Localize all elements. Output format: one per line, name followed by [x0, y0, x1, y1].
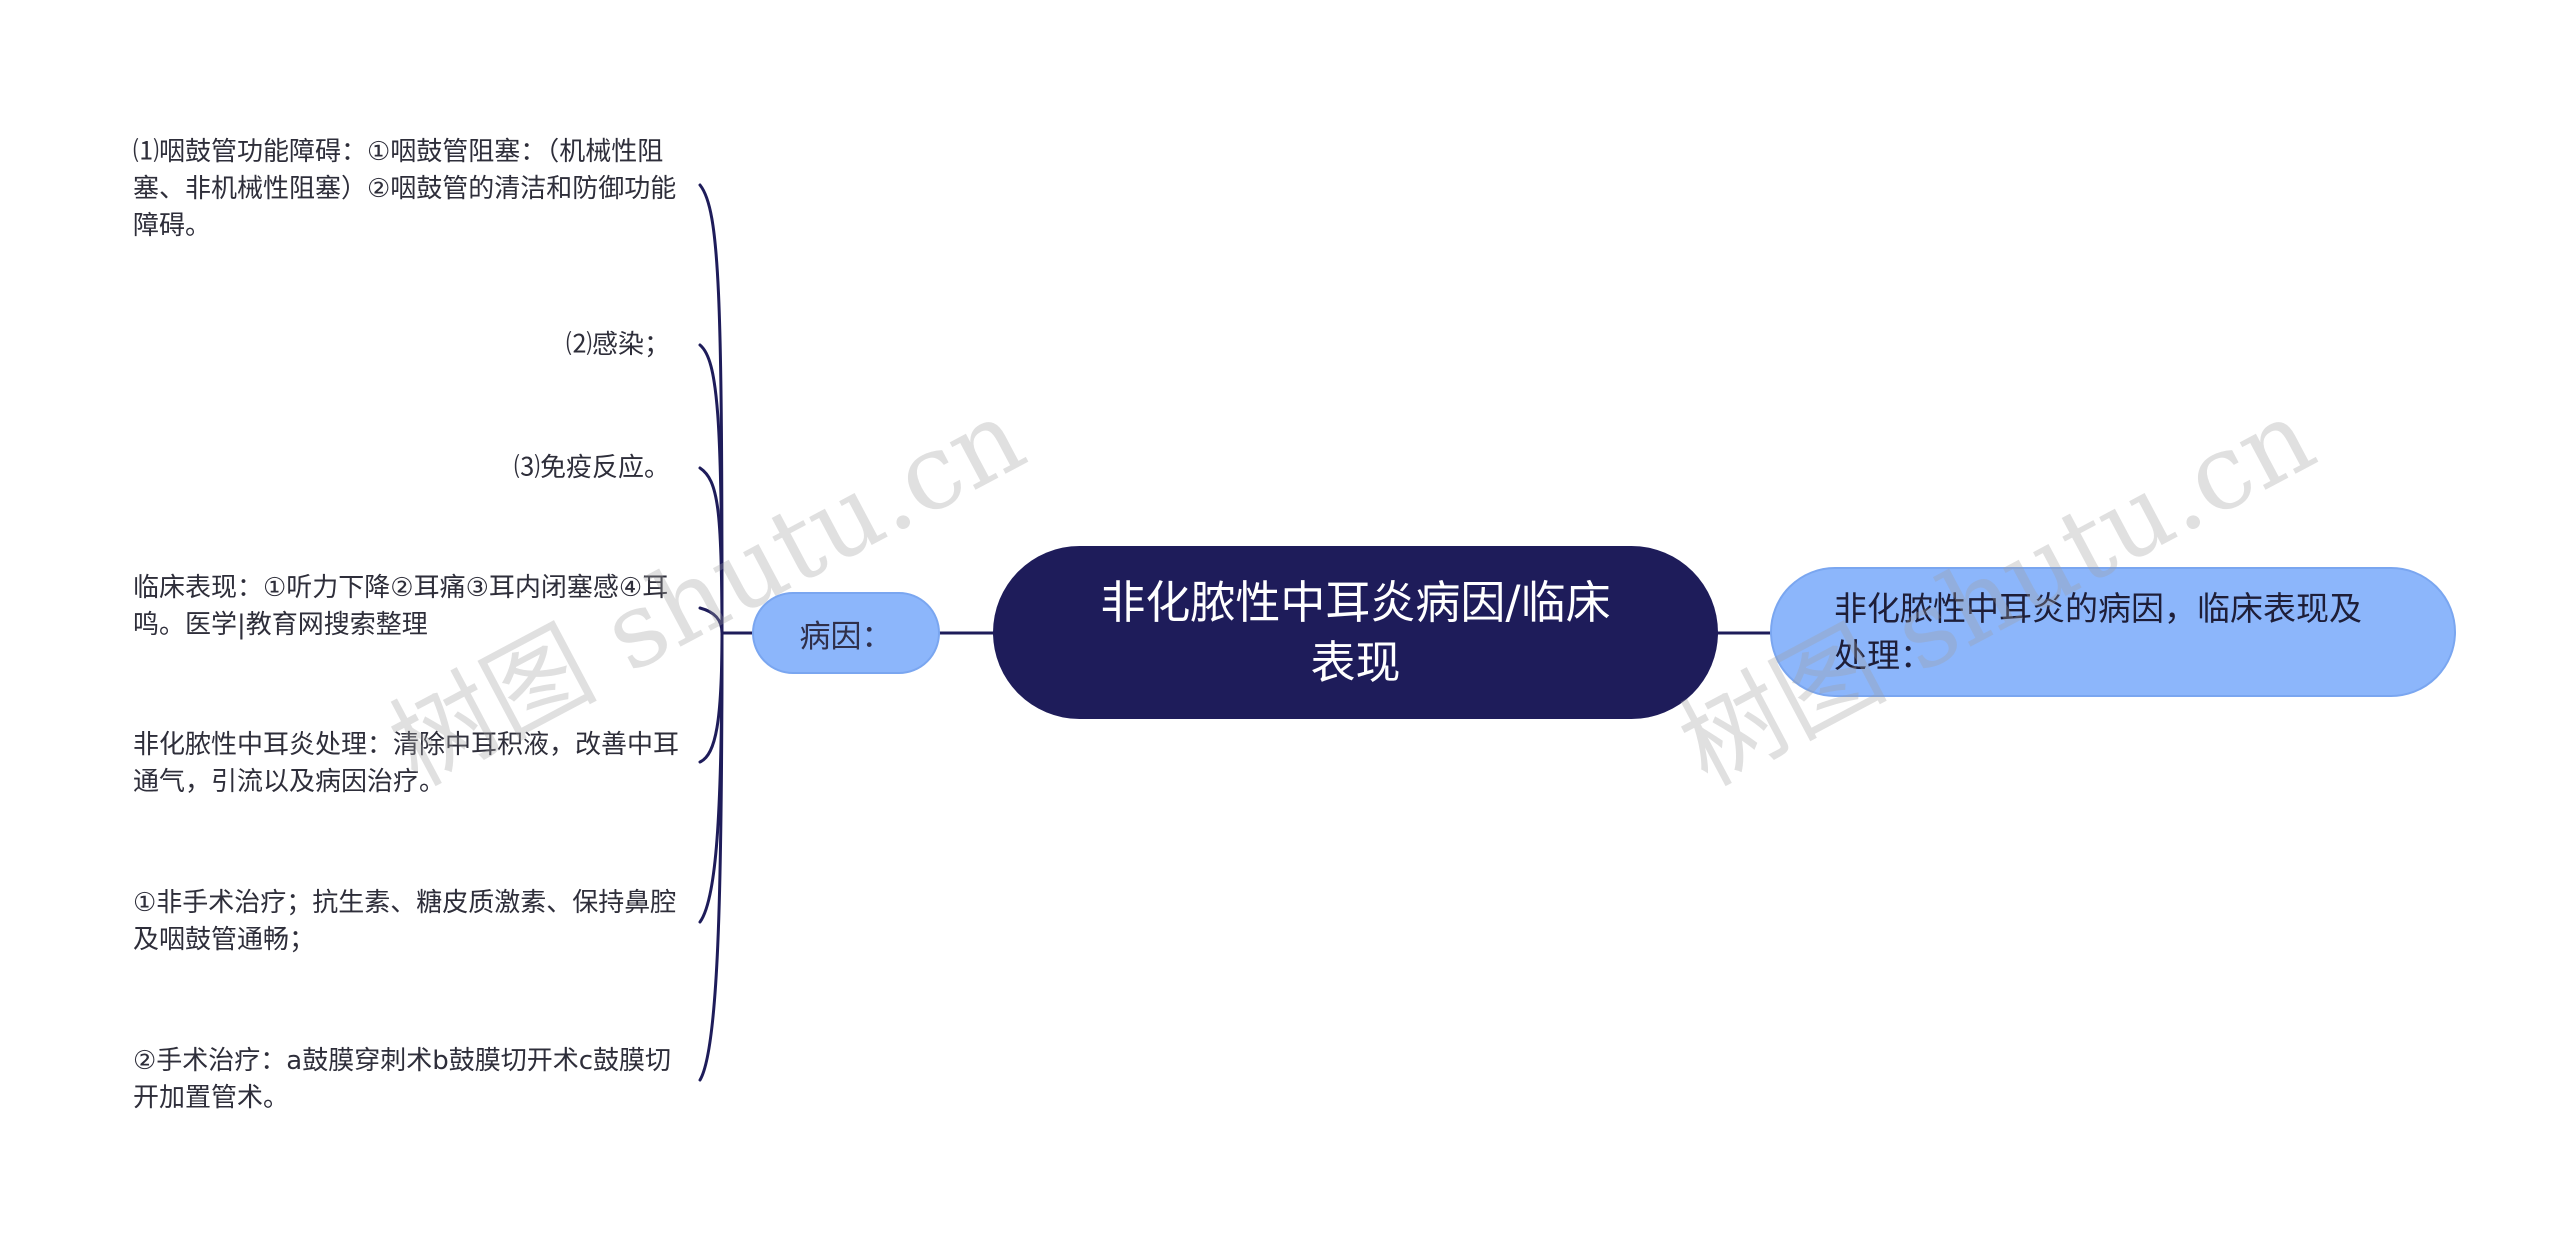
leaf-cause-infection[interactable]: ⑵感染； [110, 327, 670, 364]
leaf-text: 临床表现：①听力下降②耳痛③耳内闭塞感④耳鸣。医学|教育网搜索整理 [133, 573, 669, 640]
leaf-surgical[interactable]: ②手术治疗：a鼓膜穿刺术b鼓膜切开术c鼓膜切开加置管术。 [133, 1043, 693, 1117]
leaf-cause-immune[interactable]: ⑶免疫反应。 [110, 450, 670, 487]
leaf-text: ⑶免疫反应。 [513, 453, 670, 483]
central-topic-label: 非化脓性中耳炎病因/临床表现 [1100, 575, 1611, 689]
connector-leaf-3 [698, 466, 724, 635]
branch-summary-label: 非化脓性中耳炎的病因，临床表现及处理： [1834, 589, 2362, 675]
leaf-text: ⑴咽鼓管功能障碍：①咽鼓管阻塞：（机械性阻塞、非机械性阻塞）②咽鼓管的清洁和防御… [133, 137, 677, 241]
branch-summary[interactable]: 非化脓性中耳炎的病因，临床表现及处理： [1770, 567, 2456, 697]
connector-leaf-4 [698, 606, 724, 635]
connector-leaf-2 [698, 343, 724, 635]
connector-leaf-5 [698, 631, 724, 764]
central-topic[interactable]: 非化脓性中耳炎病因/临床表现 [993, 546, 1718, 719]
leaf-non-surgical[interactable]: ①非手术治疗；抗生素、糖皮质激素、保持鼻腔及咽鼓管通畅； [133, 885, 693, 959]
connector-leaf-7 [698, 631, 724, 1082]
branch-cause-label: 病因： [799, 618, 893, 655]
leaf-cause-eustachian[interactable]: ⑴咽鼓管功能障碍：①咽鼓管阻塞：（机械性阻塞、非机械性阻塞）②咽鼓管的清洁和防御… [133, 134, 693, 245]
leaf-clinical-signs[interactable]: 临床表现：①听力下降②耳痛③耳内闭塞感④耳鸣。医学|教育网搜索整理 [133, 570, 693, 644]
branch-cause[interactable]: 病因： [752, 592, 940, 674]
leaf-text: ⑵感染； [565, 330, 670, 360]
leaf-text: ①非手术治疗；抗生素、糖皮质激素、保持鼻腔及咽鼓管通畅； [133, 888, 677, 955]
leaf-text: 非化脓性中耳炎处理：清除中耳积液，改善中耳通气，引流以及病因治疗。 [133, 730, 680, 797]
leaf-text: ②手术治疗：a鼓膜穿刺术b鼓膜切开术c鼓膜切开加置管术。 [133, 1046, 672, 1113]
leaf-treatment[interactable]: 非化脓性中耳炎处理：清除中耳积液，改善中耳通气，引流以及病因治疗。 [133, 727, 693, 801]
